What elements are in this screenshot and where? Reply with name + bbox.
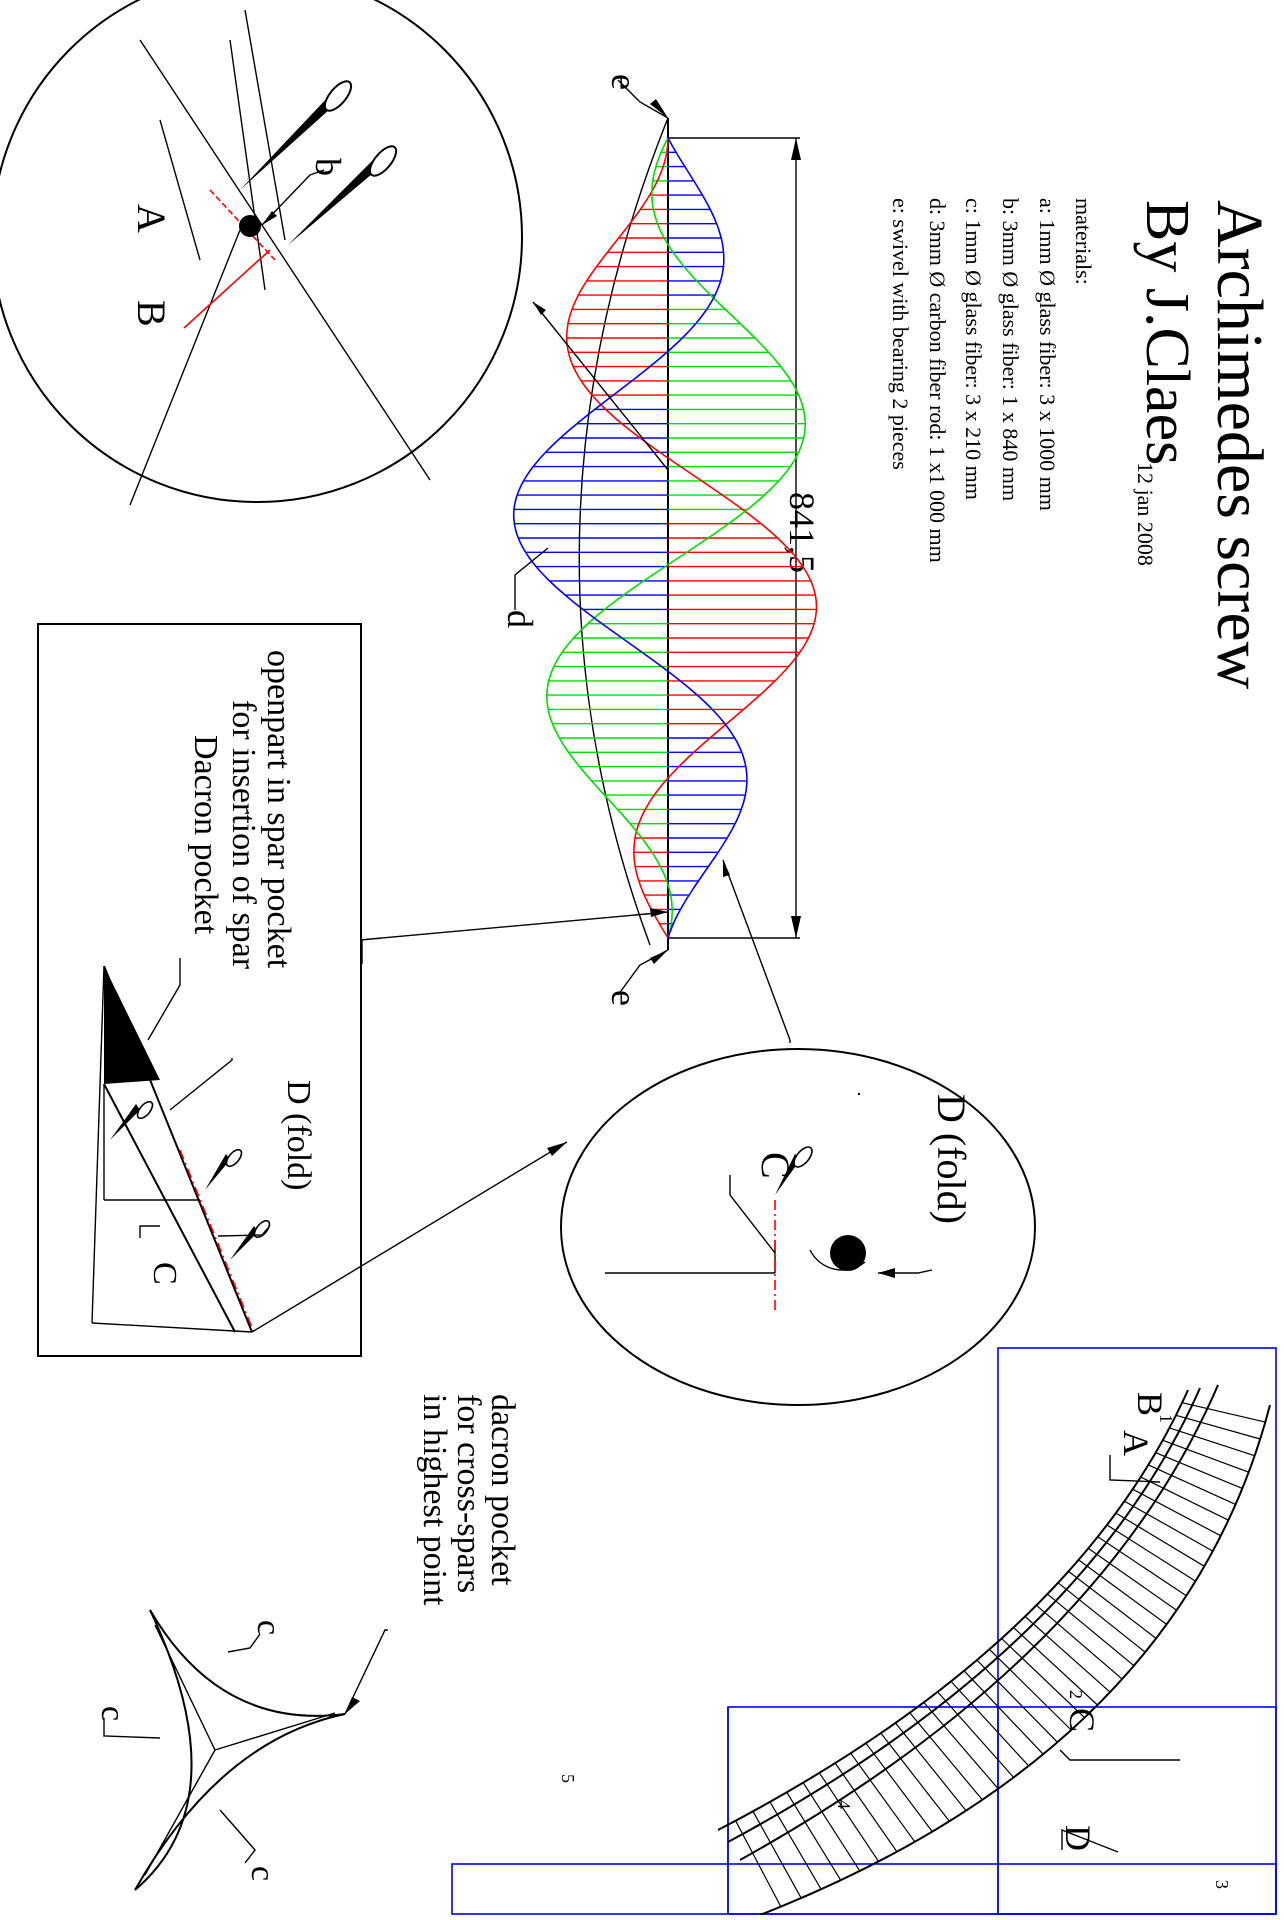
green-blade-hatching	[546, 151, 806, 825]
cross-spar-detail: dacron pocket for cross-spars in highest…	[94, 1394, 521, 1891]
panel-hatch-line	[1124, 1500, 1214, 1552]
panel-hatching	[735, 1402, 1266, 1907]
label-d-panel: D	[1058, 1825, 1098, 1851]
panel-hatch-line	[1132, 1488, 1222, 1537]
label-5-panel: 5	[558, 1774, 578, 1783]
panel-hatch-line	[1155, 1452, 1243, 1489]
material-e: e: swivel with bearing 2 pieces	[888, 198, 913, 470]
material-c: c: 1mm Ø glass fiber: 3 x 210 mm	[961, 198, 986, 500]
panel-hatch-line	[1148, 1464, 1236, 1505]
note-dacron-pocket: Dacron pocket	[187, 735, 224, 935]
detail-circle-ab: b A B	[0, 0, 523, 506]
dimension-label: 841,5	[782, 492, 822, 573]
panel-hatch-line	[1068, 1570, 1157, 1639]
panel-hatch-line	[880, 1732, 950, 1822]
materials-heading: materials:	[1071, 198, 1096, 285]
panel-hatch-line	[1162, 1439, 1249, 1473]
panel-hatch-line	[1087, 1547, 1177, 1611]
label-b1-sup: 1	[1156, 1414, 1176, 1423]
panel-hatch-line	[834, 1762, 898, 1853]
panel-hatch-line	[988, 1648, 1072, 1731]
label-c-panel: C	[1062, 1708, 1102, 1732]
panel-hatch-line	[937, 1691, 1015, 1778]
panel-hatch-line	[895, 1722, 967, 1811]
label-d-fold-box: D (fold)	[280, 1080, 317, 1190]
author-text: By J.Claes	[1133, 200, 1201, 465]
panel-hatch-line	[850, 1752, 916, 1843]
panel-hatch-line	[1078, 1559, 1167, 1625]
panel-hatch-line	[752, 1811, 802, 1899]
panel-hatch-line	[818, 1772, 880, 1862]
label-e-top: e	[604, 74, 644, 90]
panel-hatch-line	[735, 1820, 782, 1907]
panel-hatch-line	[1013, 1627, 1098, 1706]
panel-hatch-line	[769, 1801, 822, 1890]
panel-hatch-line	[1181, 1402, 1266, 1423]
label-c-star-1: c	[250, 1620, 287, 1635]
label-e-bottom: e	[604, 990, 644, 1006]
blue-helix-curve	[512, 137, 748, 939]
title-block: Archimedes screw By J.Claes 12 jan 2008	[1133, 200, 1276, 690]
label-d: d	[500, 610, 540, 628]
note-crossspar-2: for cross-spars	[450, 1394, 487, 1593]
panel-hatch-line	[802, 1782, 861, 1872]
label-c-box: C	[146, 1262, 183, 1285]
panel-hatch-line	[1047, 1593, 1135, 1667]
date-text: 12 jan 2008	[1133, 462, 1158, 566]
panel-hatch-line	[865, 1742, 933, 1832]
note-openpart-2: for insertion of spar	[225, 700, 262, 970]
label-2-panel: 2	[1066, 1690, 1086, 1699]
panel-hatch-line	[1097, 1536, 1187, 1597]
panel-hatch-line	[1001, 1638, 1085, 1719]
panel-hatch-line	[1169, 1427, 1255, 1457]
red-helix-curve	[565, 137, 818, 939]
panel-hatch-line	[923, 1702, 999, 1790]
note-openpart-1: openpart in spar pocket	[260, 650, 297, 969]
panel-hatch-line	[1140, 1476, 1229, 1521]
label-c-star-2: c	[94, 1706, 131, 1721]
material-a: a: 1mm Ø glass fiber: 3 x 1000 mm	[1035, 198, 1060, 511]
spar-pocket-detail: openpart in spar pocket for insertion of…	[37, 623, 363, 1357]
panel-hatch-line	[976, 1659, 1058, 1743]
screw-elevation: 841,5 e e d	[359, 74, 822, 1043]
label-A: A	[129, 204, 174, 233]
panel-hatch-line	[786, 1791, 842, 1881]
red-blade-hatching	[566, 194, 817, 925]
label-b1-panel: B	[1130, 1392, 1170, 1416]
label-c-oval: C	[753, 1152, 798, 1179]
panel-hatch-line	[1106, 1524, 1196, 1582]
title-text: Archimedes screw	[1203, 200, 1276, 690]
note-crossspar-3: in highest point	[416, 1394, 453, 1606]
panel-hatch-line	[950, 1680, 1030, 1767]
panel-hatch-line	[1057, 1582, 1146, 1653]
panel-hatch-line	[963, 1670, 1044, 1755]
label-4-panel: 4	[834, 1800, 854, 1809]
label-b: b	[308, 158, 348, 176]
panel-hatch-line	[909, 1712, 983, 1801]
panel-hatch-line	[1036, 1604, 1123, 1680]
panel-hatch-line	[1024, 1616, 1111, 1693]
panel-hatch-line	[1115, 1512, 1205, 1567]
label-d-fold-oval: D (fold)	[929, 1094, 974, 1224]
blade-panels: B 1 A 2 C D 3 4 5	[451, 1347, 1277, 1916]
label-a-panel: A	[1116, 1430, 1156, 1456]
materials-list: materials: a: 1mm Ø glass fiber: 3 x 100…	[888, 198, 1096, 563]
detail-oval-fold: D (fold) C	[251, 1048, 1036, 1406]
material-b: b: 3mm Ø glass fiber: 1 x 840 mm	[998, 198, 1023, 501]
panel-hatch-line	[1175, 1414, 1261, 1440]
note-crossspar-1: dacron pocket	[484, 1394, 521, 1586]
label-c-star-3: c	[244, 1866, 281, 1881]
material-d: d: 3mm Ø carbon fiber rod: 1 x1 000 mm	[925, 198, 950, 563]
label-3-panel: 3	[1212, 1880, 1232, 1889]
blue-blade-hatching	[514, 151, 747, 925]
label-B: B	[129, 300, 174, 327]
green-helix-curve	[546, 137, 806, 939]
